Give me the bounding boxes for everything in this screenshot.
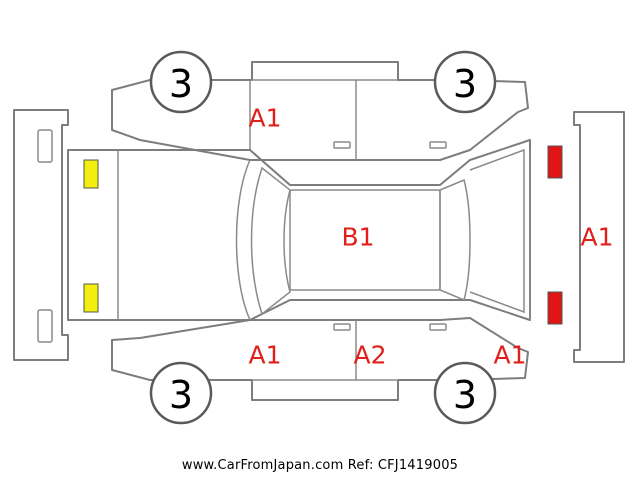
rear-lamp-top: [547, 145, 563, 179]
tyre-number: 3: [169, 62, 193, 106]
reference-footer: www.CarFromJapan.com Ref: CFJ1419005: [181, 458, 459, 473]
car-body-top-view: [67, 139, 531, 321]
damage-code-right-rear-door: A2: [353, 341, 386, 370]
damage-code-rear-bumper: A1: [580, 223, 613, 252]
tyre-number: 3: [453, 62, 477, 106]
tyre-number: 3: [169, 373, 193, 417]
front-lamp-top: [83, 159, 99, 189]
front-bumper: [13, 109, 69, 361]
rear-lamp-bottom: [547, 291, 563, 325]
tyre-front-left: 3: [149, 50, 213, 114]
front-lamp-bottom: [83, 283, 99, 313]
tyre-front-right: 3: [149, 361, 213, 425]
rear-bumper: [573, 111, 625, 363]
damage-code-rear-right-quarter: A1: [493, 341, 526, 370]
tyre-number: 3: [453, 373, 477, 417]
damage-code-left-front-door: A1: [248, 104, 281, 133]
tyre-rear-left: 3: [433, 50, 497, 114]
damage-code-right-front-door: A1: [248, 341, 281, 370]
damage-code-roof: B1: [341, 223, 374, 252]
tyre-rear-right: 3: [433, 361, 497, 425]
